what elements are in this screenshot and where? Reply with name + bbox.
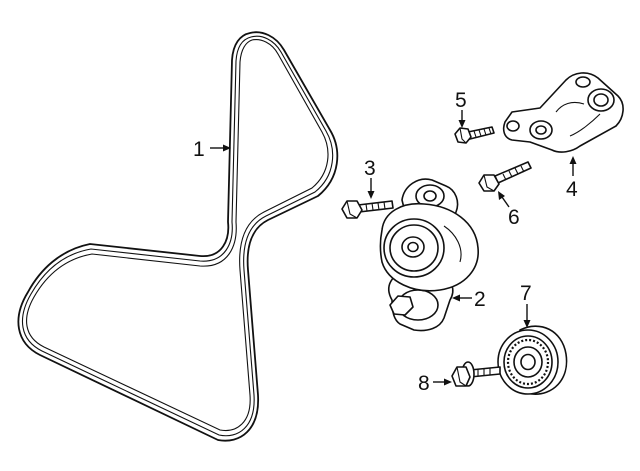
tensioner-bracket — [502, 72, 624, 153]
callout-3: 3 — [364, 157, 376, 180]
idler-pulley — [497, 325, 568, 395]
idler-pulley-bolt — [451, 361, 501, 387]
bracket-bolt-lower — [478, 161, 532, 192]
callout-1: 1 — [193, 138, 205, 161]
belt-tensioner — [379, 178, 479, 332]
bracket-bolt-upper — [454, 126, 495, 144]
serpentine-belt — [17, 31, 339, 442]
callout-4: 4 — [566, 178, 578, 201]
callout-7: 7 — [520, 282, 532, 305]
callout-2: 2 — [474, 288, 486, 311]
callout-8: 8 — [418, 372, 430, 395]
tensioner-bolt — [341, 200, 394, 219]
callout-5: 5 — [455, 89, 467, 112]
callout-6: 6 — [508, 206, 520, 229]
callout-leaders — [210, 110, 577, 386]
